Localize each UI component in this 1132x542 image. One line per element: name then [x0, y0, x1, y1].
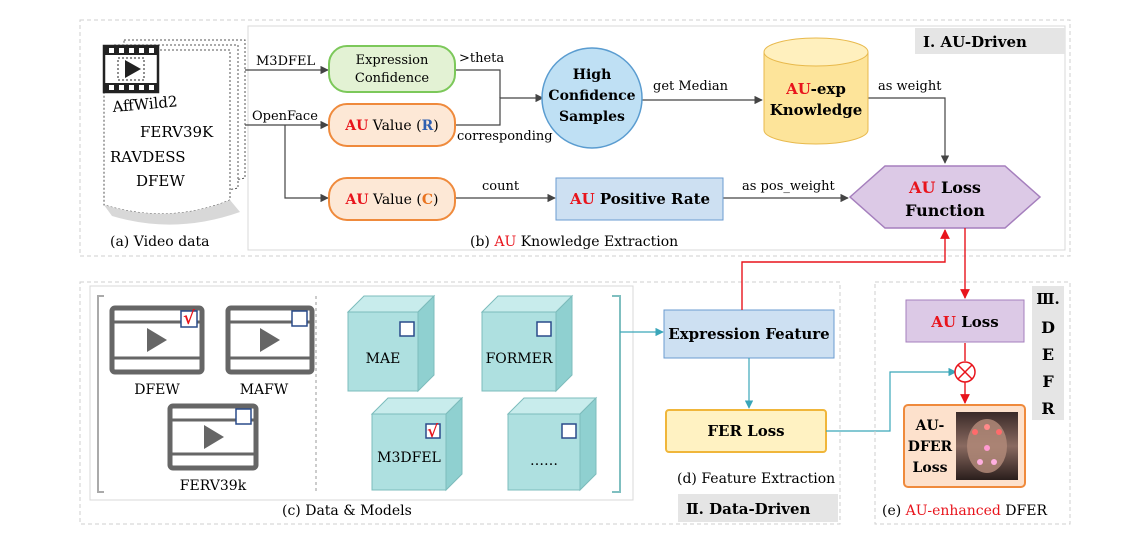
expression-feature-text: Expression Feature [668, 325, 829, 343]
dfer-title-d: D [1041, 318, 1055, 337]
video-icon-ferv39k [167, 403, 259, 471]
video-icon-dfew: √ [109, 305, 205, 375]
au-exp-knowledge-line2: Knowledge [770, 101, 863, 119]
expression-feature-node [663, 309, 835, 359]
video-data-caption: (a) Video data [110, 234, 209, 250]
au-dfer-loss-line1: AU- [915, 418, 945, 434]
dfer-title-bg [1032, 286, 1064, 420]
au-driven-title-bg [915, 28, 1065, 54]
au-value-c-text: AU Value (C) [344, 192, 438, 208]
data-driven-title-bg [678, 494, 838, 522]
dfer-title-e: E [1042, 345, 1054, 364]
dataset-ravdess: RAVDESS [110, 148, 185, 166]
theta-label: >theta [459, 51, 504, 66]
video-label-dfew: DFEW [134, 382, 180, 398]
expression-confidence-line2: Confidence [355, 71, 429, 86]
au-exp-knowledge-node: AU-exp Knowledge [763, 37, 869, 145]
dataset-affwild2: AffWild2 [111, 92, 178, 116]
expression-confidence-line1: Expression [356, 53, 429, 68]
video-label-mafw: MAFW [240, 382, 289, 398]
model-label-m3dfel: M3DFEL [377, 450, 441, 466]
fer-to-combine-path [826, 367, 957, 432]
video-data-stack: AffWild2 FERV39K RAVDESS DFEW (a) Video … [102, 39, 246, 250]
count-label: count [482, 179, 520, 194]
au-loss-function-node: AU Loss Function [848, 165, 1042, 229]
video-doc-shadow [104, 200, 240, 225]
high-confidence-line3: Samples [559, 109, 625, 125]
data-models-caption: (c) Data & Models [282, 503, 412, 519]
au-positive-rate-text: AU Positive Rate [569, 190, 710, 208]
au-dfer-loss-line2: DFER [908, 439, 953, 455]
m3dfel-check: √ [427, 422, 439, 442]
expression-confidence-node: Expression Confidence [328, 45, 456, 93]
top-connectors [245, 65, 950, 203]
openface-source-label: OpenFace [252, 109, 318, 124]
as-pos-weight-label: as pos_weight [742, 179, 836, 194]
au-knowledge-caption: (b) AU Knowledge Extraction [470, 234, 678, 250]
dataset-ferv39k: FERV39K [140, 123, 214, 141]
data-driven-title: Ⅱ. Data-Driven [686, 500, 811, 518]
corresponding-label: corresponding [457, 129, 553, 144]
au-driven-title: Ⅰ. AU-Driven [923, 33, 1027, 51]
dfew-check: √ [183, 308, 195, 329]
video-icon-mafw [225, 305, 315, 375]
feature-extraction-section: Expression Feature FER Loss (d) Feature … [620, 309, 838, 522]
au-loss-function-line1: AU Loss [908, 178, 981, 197]
au-loss-text: AU Loss [930, 313, 998, 331]
au-exp-knowledge-line1: AU-exp [785, 80, 846, 98]
red-feedback-path [741, 228, 970, 404]
au-positive-rate-node: AU Positive Rate [555, 177, 724, 221]
fer-loss-text: FER Loss [707, 422, 784, 440]
data-driven-border [79, 281, 841, 525]
face-image [956, 412, 1018, 480]
model-label-former: FORMER [486, 351, 553, 367]
top-section-border [79, 19, 1071, 257]
m3dfel-source-label: M3DFEL [256, 54, 316, 69]
high-confidence-samples-node: High Confidence Samples [541, 47, 643, 149]
au-value-c-node: AU Value (C) [328, 177, 456, 221]
feature-extraction-caption: (d) Feature Extraction [677, 471, 835, 487]
au-loss-function-line2: Function [905, 201, 985, 220]
au-dfer-loss-line3: Loss [913, 460, 948, 476]
as-weight-label: as weight [878, 79, 942, 94]
model-label-mae: MAE [366, 351, 401, 367]
dfer-section: Ⅲ. D E F R AU Loss AU- DFER Loss (e) AU-… [874, 281, 1071, 525]
dfer-title-r: R [1041, 399, 1055, 418]
au-value-r-text: AU Value (R) [344, 118, 439, 134]
high-confidence-line1: High [573, 67, 612, 83]
model-label-more: …… [530, 453, 558, 469]
model-cube-m3dfel: √ [370, 396, 464, 492]
model-cube-former [480, 294, 574, 393]
dataset-dfew: DFEW [136, 172, 185, 190]
video-label-ferv39k: FERV39k [180, 478, 247, 494]
au-loss-node [905, 299, 1025, 343]
dfer-title-f: F [1042, 372, 1054, 391]
high-confidence-line2: Confidence [548, 88, 635, 104]
film-icon [102, 44, 160, 94]
model-cube-mae [346, 294, 436, 393]
model-cube-more [506, 396, 598, 492]
dfer-border [874, 281, 1071, 525]
au-value-r-node: AU Value (R) [328, 103, 456, 147]
get-median-label: get Median [653, 79, 729, 94]
combine-icon [954, 361, 976, 383]
dfer-caption: (e) AU-enhanced DFER [882, 503, 1047, 519]
data-models-section: √ DFEW MAFW FERV39k MAE [79, 281, 841, 525]
dfer-title-roman: Ⅲ. [1036, 290, 1060, 308]
